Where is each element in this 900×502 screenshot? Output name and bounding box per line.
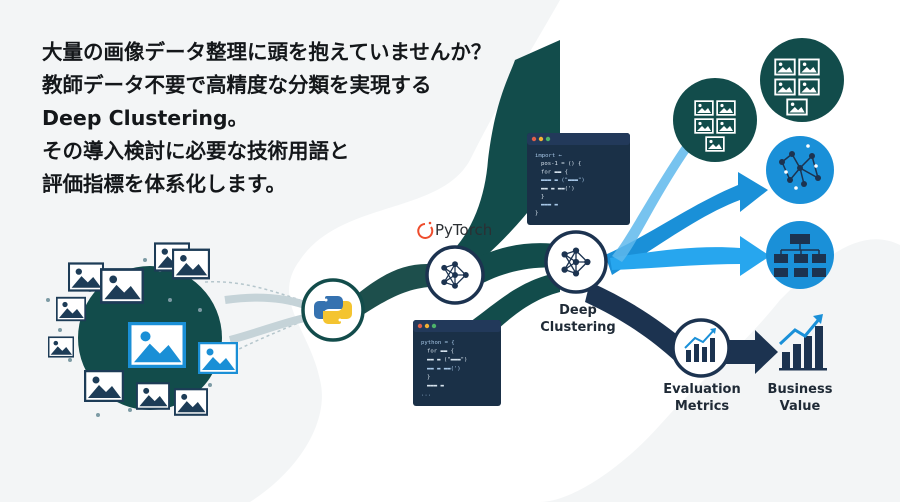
evaluation-metrics-label: Evaluation Metrics <box>656 381 748 415</box>
image-icon <box>172 248 210 280</box>
cluster-icon <box>766 136 834 204</box>
pytorch-network-node <box>425 245 485 305</box>
deep-clustering-node <box>544 230 608 294</box>
image-icon <box>84 370 124 402</box>
code-line: pos-1 = () { <box>541 161 581 167</box>
code-line: } <box>427 374 430 380</box>
code-lines-bottom: python = { for ▬▬ { ▬▬ ▬ ("▬▬▬") ▬▬ ▬ ▬▬(')… <box>421 340 467 398</box>
flow-deep-to-evaluation <box>585 282 690 362</box>
deep-clustering-line: Deep <box>559 303 597 318</box>
pytorch-text: PyTorch <box>435 221 493 239</box>
code-line: ▬▬ ▬ ("▬▬▬") <box>427 357 467 363</box>
code-line: } <box>535 210 538 216</box>
image-icon <box>68 262 104 292</box>
image-icon <box>174 388 208 416</box>
evaluation-metrics-node <box>671 318 731 378</box>
code-line: import ← <box>535 153 563 159</box>
code-line: ▬▬▬ ▬ <box>541 202 558 208</box>
headline-line: 評価指標を体系化します。 <box>42 172 286 196</box>
code-line: ... <box>421 392 431 398</box>
code-line: ▬▬▬ ▬ ("▬▬▬") <box>541 178 585 184</box>
python-logo-icon <box>301 278 365 342</box>
headline-line: Deep Clustering。 <box>42 106 249 130</box>
pytorch-label: PyTorch <box>435 221 492 239</box>
image-icon <box>56 296 86 322</box>
business-value-line: Value <box>779 399 821 414</box>
image-group-small <box>673 78 757 162</box>
deep-clustering-line: Clustering <box>540 320 616 335</box>
blue-arrow-to-hierarchy <box>610 236 770 276</box>
blue-arrow-to-cluster <box>605 172 768 275</box>
hierarchy-icon <box>766 221 834 289</box>
image-icon <box>136 382 170 410</box>
headline-line: その導入検討に必要な技術用語と <box>42 139 350 163</box>
pytorch-logo-icon <box>417 221 434 239</box>
blue-thin-flow <box>612 120 706 262</box>
teal-stream-top <box>440 40 560 270</box>
code-window-bottom <box>413 320 501 406</box>
business-value-label: Business Value <box>760 381 840 415</box>
arrow-to-business-value <box>720 330 778 374</box>
bar-chart-icon <box>684 328 716 362</box>
image-icon <box>48 336 74 358</box>
deep-clustering-label: Deep Clustering <box>536 302 620 336</box>
code-line: ▬▬ ▬ ▬▬(') <box>541 186 575 192</box>
image-group-top <box>760 38 844 122</box>
headline-line: 教師データ不要で高精度な分類を実現する <box>42 73 432 97</box>
evaluation-metrics-line: Metrics <box>674 399 730 414</box>
image-icon <box>100 268 144 304</box>
code-line: ▬▬▬ ▬ <box>427 383 444 389</box>
business-value-line: Business <box>767 382 833 397</box>
flow-pytorch-to-deep <box>468 243 565 290</box>
code-line: for ▬▬ { <box>427 349 454 355</box>
code-line: for ▬▬ { <box>541 169 568 175</box>
image-icon <box>128 322 186 368</box>
evaluation-metrics-line: Evaluation <box>663 382 741 397</box>
code-line: ▬▬ ▬ ▬▬(') <box>427 366 461 372</box>
code-line: python = { <box>421 340 455 346</box>
bar-chart-icon <box>778 314 827 371</box>
code-lines-top: import ← pos-1 = () { for ▬▬ { ▬▬▬ ▬ ("▬▬▬"… <box>535 153 585 216</box>
flow-python-to-pytorch <box>350 264 440 320</box>
headline-line: 大量の画像データ整理に頭を抱えていませんか？ <box>42 40 492 64</box>
image-icon <box>198 342 238 374</box>
code-window-top <box>527 133 630 225</box>
headline: 大量の画像データ整理に頭を抱えていませんか？ 教師データ不要で高精度な分類を実現… <box>42 36 522 201</box>
code-line: } <box>541 194 544 200</box>
